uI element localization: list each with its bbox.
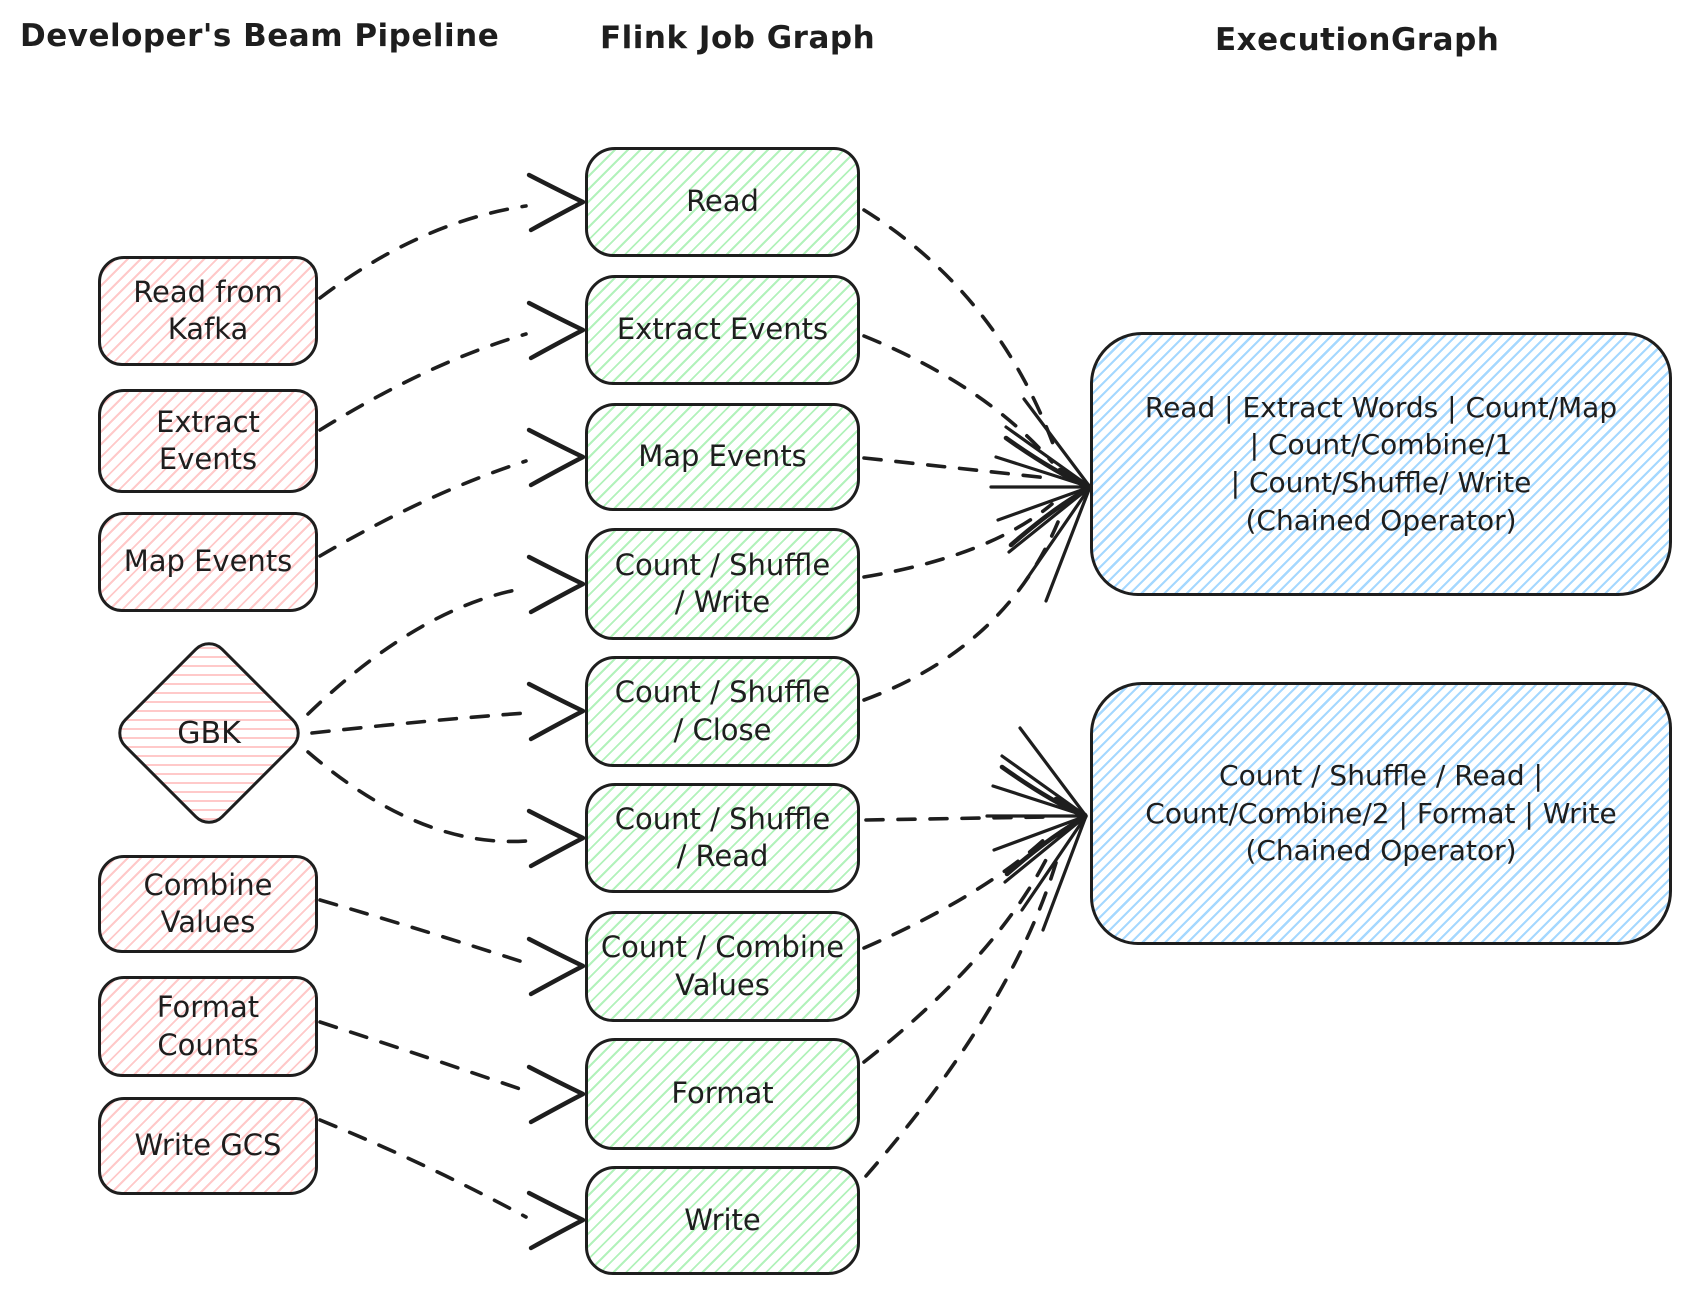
edge-extract-op1-line (862, 334, 1054, 464)
node-chained-operator-1: Read | Extract Words | Count/Map | Count… (1090, 332, 1672, 596)
arrowhead-write (526, 1190, 586, 1251)
flink-to-execution-edges (862, 208, 1060, 1178)
node-gbk: GBK (110, 634, 308, 832)
edge-gbk-shuffle-close-line (310, 711, 528, 735)
node-flink-write: Write (585, 1166, 860, 1275)
edge-csread-op2-line (864, 815, 1046, 822)
node-flink-map-events: Map Events (585, 403, 860, 511)
arrowhead-format (526, 1064, 586, 1125)
node-chained-operator-2-label: Count / Shuffle / Read | Count/Combine/2… (1145, 759, 1617, 868)
edge-extract-extract-line (318, 332, 528, 432)
edge-format-op2-line (862, 846, 1054, 1064)
arrowhead-read (526, 172, 586, 233)
node-flink-read-label: Read (686, 184, 759, 219)
edge-kafka-read-line (318, 204, 528, 300)
node-flink-extract-events-label: Extract Events (616, 312, 829, 347)
node-write-gcs-label: Write GCS (134, 1128, 282, 1163)
edge-ccvalues-op2-line (862, 834, 1050, 950)
arrowhead-cs-close (526, 681, 586, 742)
edge-gbk-shuffle-write-line (306, 586, 528, 716)
node-count-shuffle-read: Count / Shuffle / Read (585, 783, 860, 893)
merge-starburst-operator-2 (985, 726, 1088, 932)
node-combine-values-label: Combine Values (143, 867, 273, 939)
arrowhead-map (526, 427, 586, 488)
edge-cswrite-op1-line (862, 502, 1054, 579)
node-combine-values: Combine Values (98, 855, 318, 953)
arrowhead-extract (526, 300, 586, 361)
node-chained-operator-1-label: Read | Extract Words | Count/Map | Count… (1144, 390, 1618, 537)
node-beam-extract-events-label: Extract Events (156, 404, 260, 476)
node-chained-operator-2: Count / Shuffle / Read | Count/Combine/2… (1090, 682, 1672, 945)
node-beam-extract-events: Extract Events (98, 389, 318, 493)
edge-writegcs-write-line (318, 1118, 528, 1219)
node-flink-map-events-label: Map Events (638, 439, 807, 474)
node-flink-write-label: Write (684, 1202, 761, 1237)
edge-write-op2-line (864, 854, 1060, 1178)
node-flink-format-label: Format (671, 1076, 774, 1111)
merge-starburst-operator-1 (989, 397, 1092, 603)
beam-column-title: Developer's Beam Pipeline (20, 18, 500, 54)
node-count-shuffle-read-label: Count / Shuffle / Read (614, 801, 831, 873)
edge-combine-combine-line (318, 898, 528, 965)
node-count-shuffle-write: Count / Shuffle / Write (585, 528, 860, 640)
flink-column-title: Flink Job Graph (600, 20, 876, 56)
node-count-shuffle-close: Count / Shuffle / Close (585, 656, 860, 767)
node-count-shuffle-close-label: Count / Shuffle / Close (614, 675, 831, 747)
node-count-combine-values-label: Count / Combine Values (600, 930, 845, 1002)
node-flink-extract-events: Extract Events (585, 275, 860, 385)
execution-column-title: ExecutionGraph (1215, 22, 1500, 58)
node-flink-read: Read (585, 147, 860, 257)
edge-map-op1-line (862, 456, 1050, 480)
node-write-gcs: Write GCS (98, 1097, 318, 1195)
node-gbk-label: GBK (177, 715, 241, 751)
edge-map-map-line (318, 459, 528, 558)
node-beam-map-events-label: Map Events (123, 544, 293, 579)
edge-format-format-line (318, 1020, 528, 1093)
node-flink-format: Format (585, 1038, 860, 1150)
node-count-shuffle-write-label: Count / Shuffle / Write (614, 547, 831, 619)
beam-to-flink-edges (306, 172, 586, 1251)
edge-csclose-op1-line (862, 520, 1060, 702)
edge-gbk-shuffle-read-line (306, 750, 528, 844)
node-format-counts: Format Counts (98, 976, 318, 1077)
arrowhead-cs-write (526, 554, 586, 615)
node-format-counts-label: Format Counts (156, 990, 260, 1062)
node-read-from-kafka-label: Read from Kafka (133, 274, 283, 346)
arrowhead-cc-values (526, 936, 586, 997)
node-beam-map-events: Map Events (98, 512, 318, 612)
edge-read-op1-line (862, 208, 1058, 454)
node-count-combine-values: Count / Combine Values (585, 911, 860, 1022)
node-read-from-kafka: Read from Kafka (98, 256, 318, 366)
arrowhead-cs-read (526, 808, 586, 869)
